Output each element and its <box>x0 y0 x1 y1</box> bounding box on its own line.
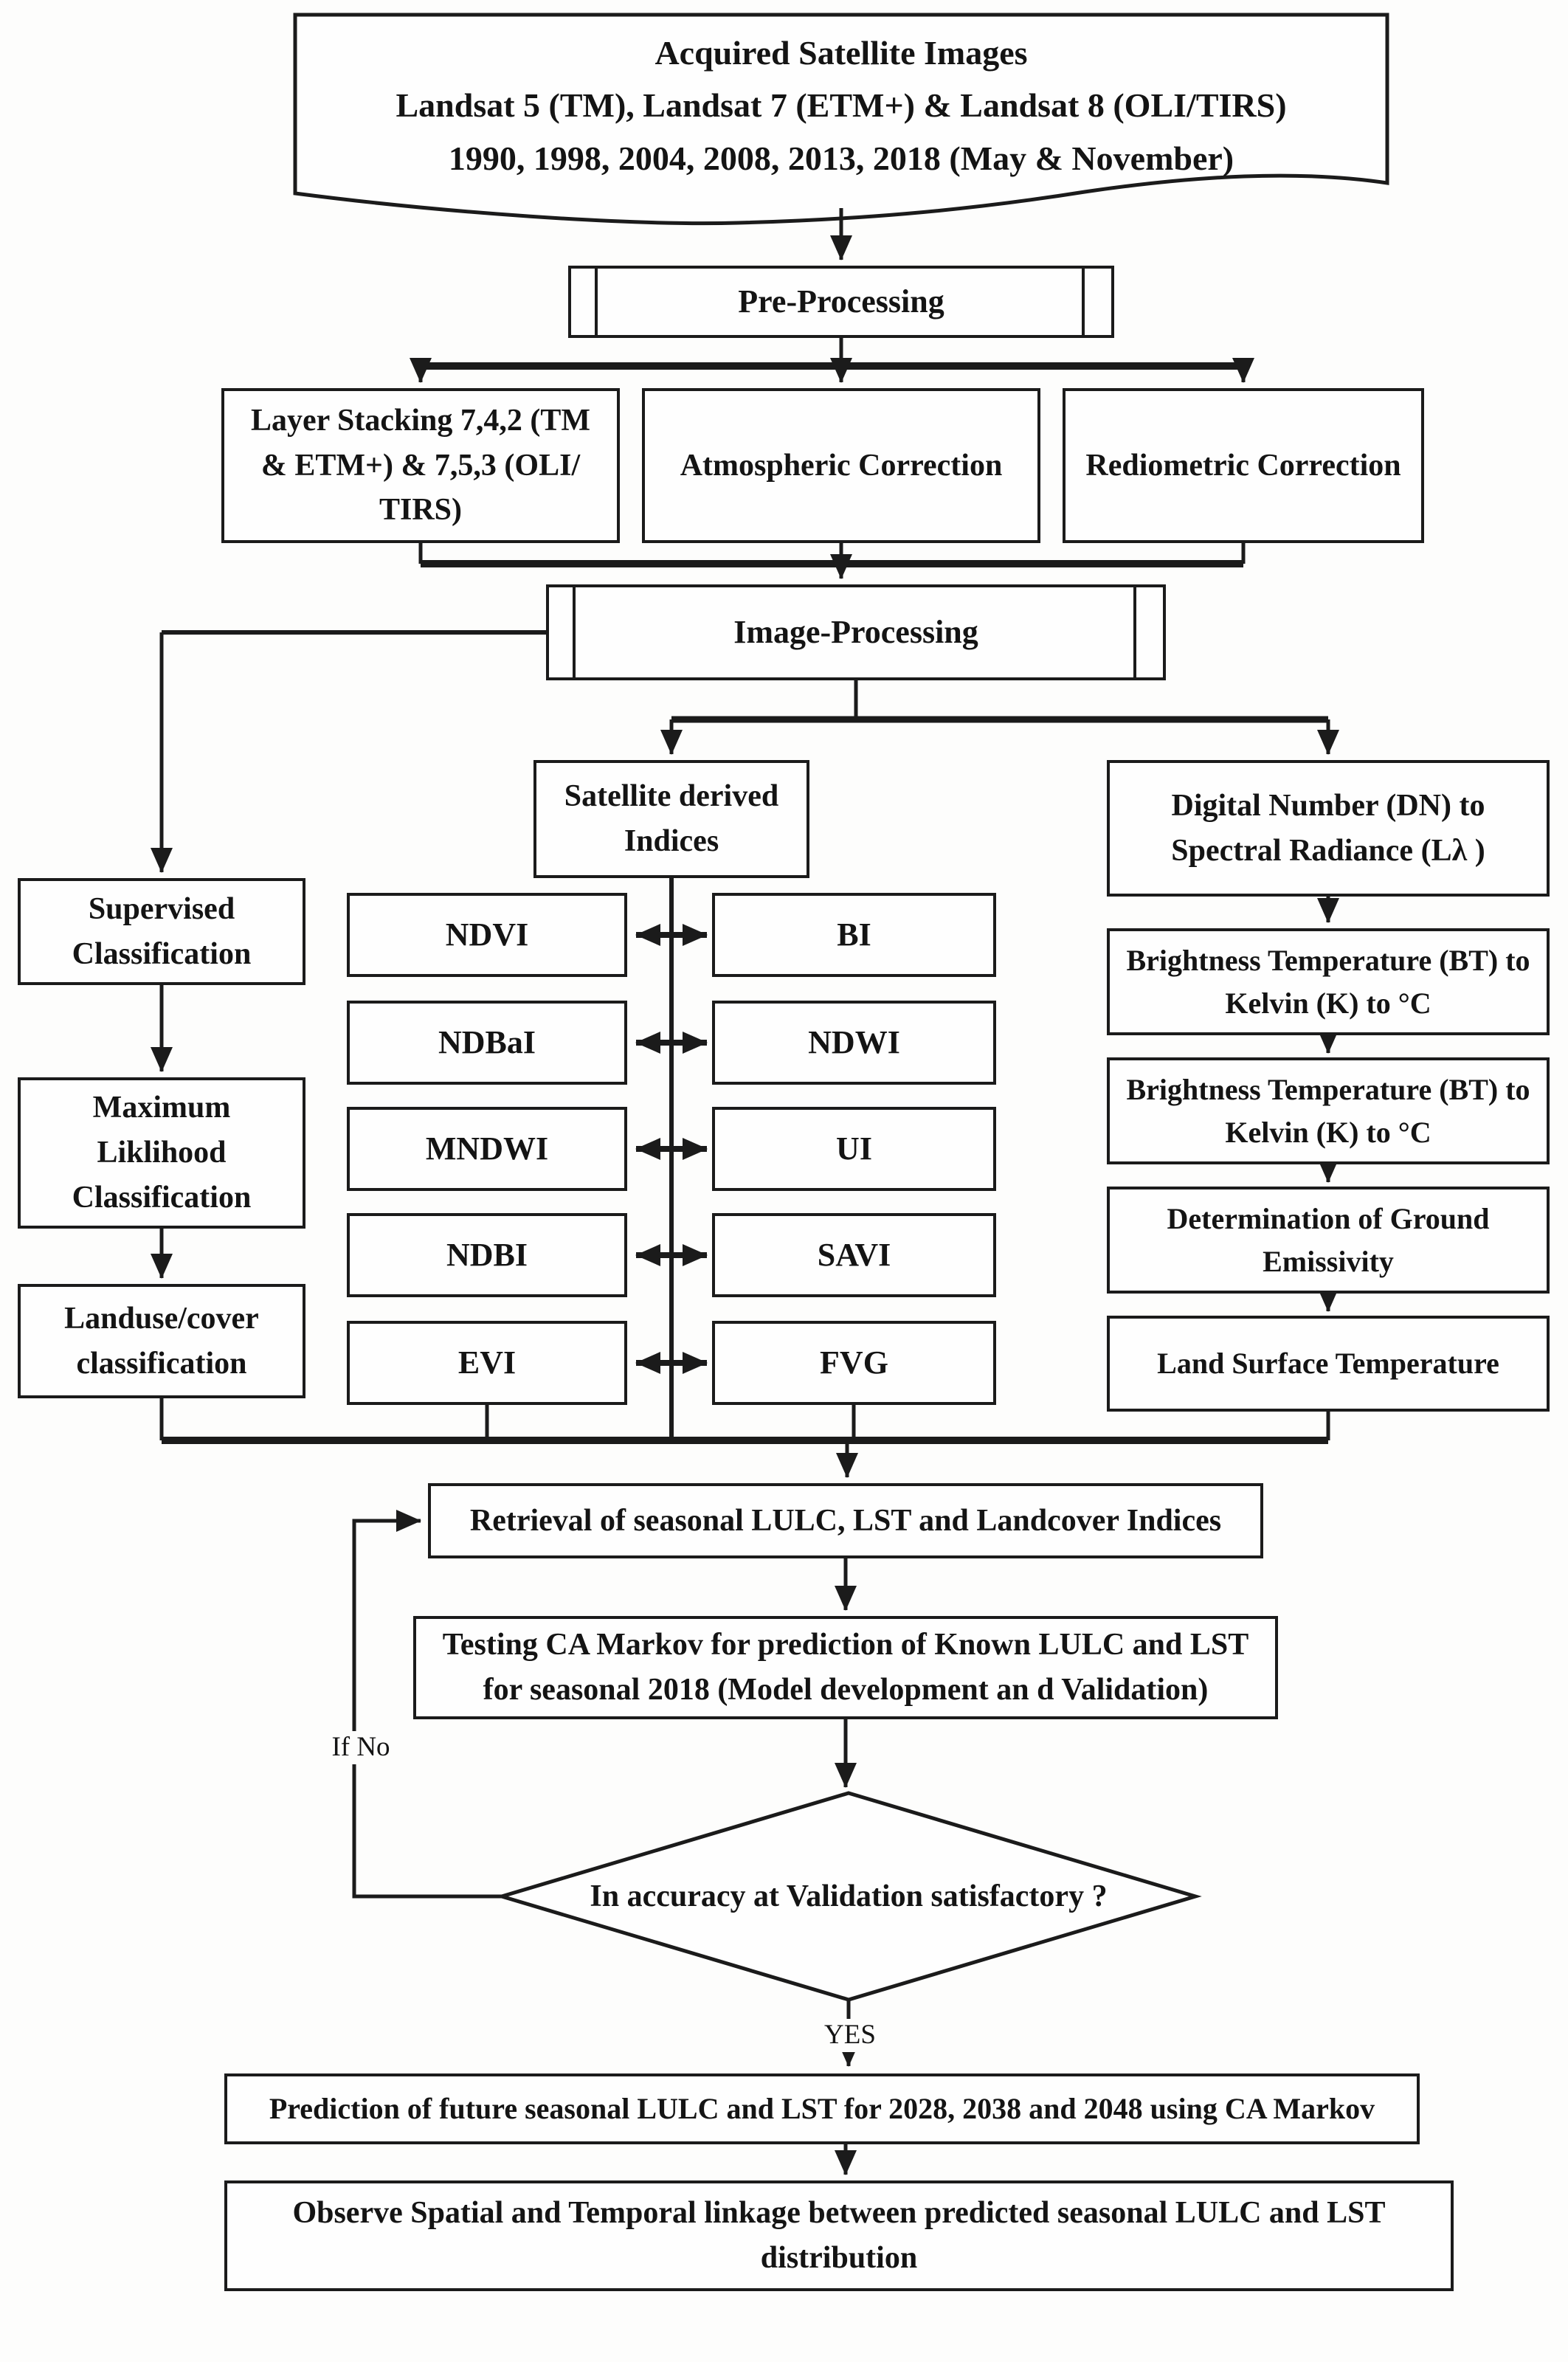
node-brightness-temperature-1: Brightness Temperature (BT) to Kelvin (K… <box>1107 928 1550 1035</box>
node-supervised-classification: Supervised Classification <box>18 878 305 985</box>
node-observe-linkage: Observe Spatial and Temporal linkage bet… <box>224 2180 1454 2291</box>
land-surface-temperature-label: Land Surface Temperature <box>1157 1347 1499 1380</box>
node-brightness-temperature-2: Brightness Temperature (BT) to Kelvin (K… <box>1107 1057 1550 1164</box>
node-index-savi: SAVI <box>712 1213 996 1297</box>
digital-number-label: Digital Number (DN) to Spectral Radiance… <box>1171 788 1485 868</box>
node-landuse-cover: Landuse/cover classification <box>18 1284 305 1398</box>
ndbai-label: NDBaI <box>438 1024 536 1061</box>
node-digital-number: Digital Number (DN) to Spectral Radiance… <box>1107 760 1550 897</box>
observe-label: Observe Spatial and Temporal linkage bet… <box>292 2196 1386 2275</box>
node-index-evi: EVI <box>347 1321 627 1405</box>
node-index-ndbi: NDBI <box>347 1213 627 1297</box>
node-image-processing: Image-Processing <box>546 584 1166 680</box>
predef-bar-left <box>573 587 576 678</box>
node-index-ndvi: NDVI <box>347 893 627 977</box>
node-index-bi: BI <box>712 893 996 977</box>
acquired-line-1: Acquired Satellite Images <box>655 34 1028 72</box>
node-decision: In accuracy at Validation satisfactory ? <box>517 1845 1181 1948</box>
retrieval-label: Retrieval of seasonal LULC, LST and Land… <box>469 1503 1222 1538</box>
node-ground-emissivity: Determination of Ground Emissivity <box>1107 1187 1550 1294</box>
brightness-temperature-1-label: Brightness Temperature (BT) to Kelvin (K… <box>1126 943 1530 1020</box>
prediction-label: Prediction of future seasonal LULC and L… <box>269 2092 1375 2125</box>
predef-bar-left <box>595 268 598 336</box>
testing-label: Testing CA Markov for prediction of Know… <box>442 1628 1249 1707</box>
brightness-temperature-2-label: Brightness Temperature (BT) to Kelvin (K… <box>1126 1072 1530 1149</box>
document-shape <box>293 13 1389 226</box>
decision-label: In accuracy at Validation satisfactory ? <box>590 1879 1108 1913</box>
bi-label: BI <box>837 916 871 953</box>
maximum-likelihood-label: Maximum Liklihood Classification <box>72 1091 252 1215</box>
pre-processing-label: Pre-Processing <box>738 283 944 320</box>
node-pre-processing: Pre-Processing <box>568 266 1114 338</box>
node-maximum-likelihood: Maximum Liklihood Classification <box>18 1077 305 1229</box>
predef-bar-right <box>1082 268 1085 336</box>
if-no-label: If No <box>306 1731 415 1764</box>
satellite-indices-label: Satellite derived Indices <box>564 779 779 858</box>
atmospheric-correction-label: Atmospheric Correction <box>680 448 1003 483</box>
landuse-label: Landuse/cover classification <box>64 1301 259 1381</box>
ndbi-label: NDBI <box>446 1237 528 1274</box>
node-index-ndwi: NDWI <box>712 1001 996 1085</box>
ndvi-label: NDVI <box>445 916 529 953</box>
yes-label: YES <box>799 2019 901 2052</box>
node-satellite-derived-indices: Satellite derived Indices <box>533 760 809 878</box>
ndwi-label: NDWI <box>808 1024 900 1061</box>
radiometric-correction-label: Rediometric Correction <box>1085 448 1401 483</box>
node-index-ndbai: NDBaI <box>347 1001 627 1085</box>
image-processing-label: Image-Processing <box>733 614 978 651</box>
fvg-label: FVG <box>820 1344 888 1381</box>
acquired-line-2: Landsat 5 (TM), Landsat 7 (ETM+) & Lands… <box>396 86 1287 125</box>
node-index-fvg: FVG <box>712 1321 996 1405</box>
ui-label: UI <box>836 1130 872 1167</box>
node-prediction: Prediction of future seasonal LULC and L… <box>224 2073 1420 2144</box>
node-index-ui: UI <box>712 1107 996 1191</box>
supervised-label: Supervised Classification <box>72 891 252 971</box>
node-land-surface-temperature: Land Surface Temperature <box>1107 1316 1550 1412</box>
node-layer-stacking: Layer Stacking 7,4,2 (TM & ETM+) & 7,5,3… <box>221 388 620 543</box>
savi-label: SAVI <box>817 1237 891 1274</box>
mndwi-label: MNDWI <box>425 1130 549 1167</box>
node-acquired-satellite-images: Acquired Satellite Images Landsat 5 (TM)… <box>303 28 1380 183</box>
evi-label: EVI <box>457 1344 517 1381</box>
node-atmospheric-correction: Atmospheric Correction <box>642 388 1040 543</box>
predef-bar-right <box>1133 587 1136 678</box>
node-radiometric-correction: Rediometric Correction <box>1063 388 1424 543</box>
ground-emissivity-label: Determination of Ground Emissivity <box>1167 1201 1490 1278</box>
acquired-line-3: 1990, 1998, 2004, 2008, 2013, 2018 (May … <box>448 139 1234 177</box>
node-retrieval: Retrieval of seasonal LULC, LST and Land… <box>428 1483 1263 1558</box>
node-testing-ca-markov: Testing CA Markov for prediction of Know… <box>413 1616 1278 1719</box>
layer-stacking-label: Layer Stacking 7,4,2 (TM & ETM+) & 7,5,3… <box>250 403 591 528</box>
node-index-mndwi: MNDWI <box>347 1107 627 1191</box>
